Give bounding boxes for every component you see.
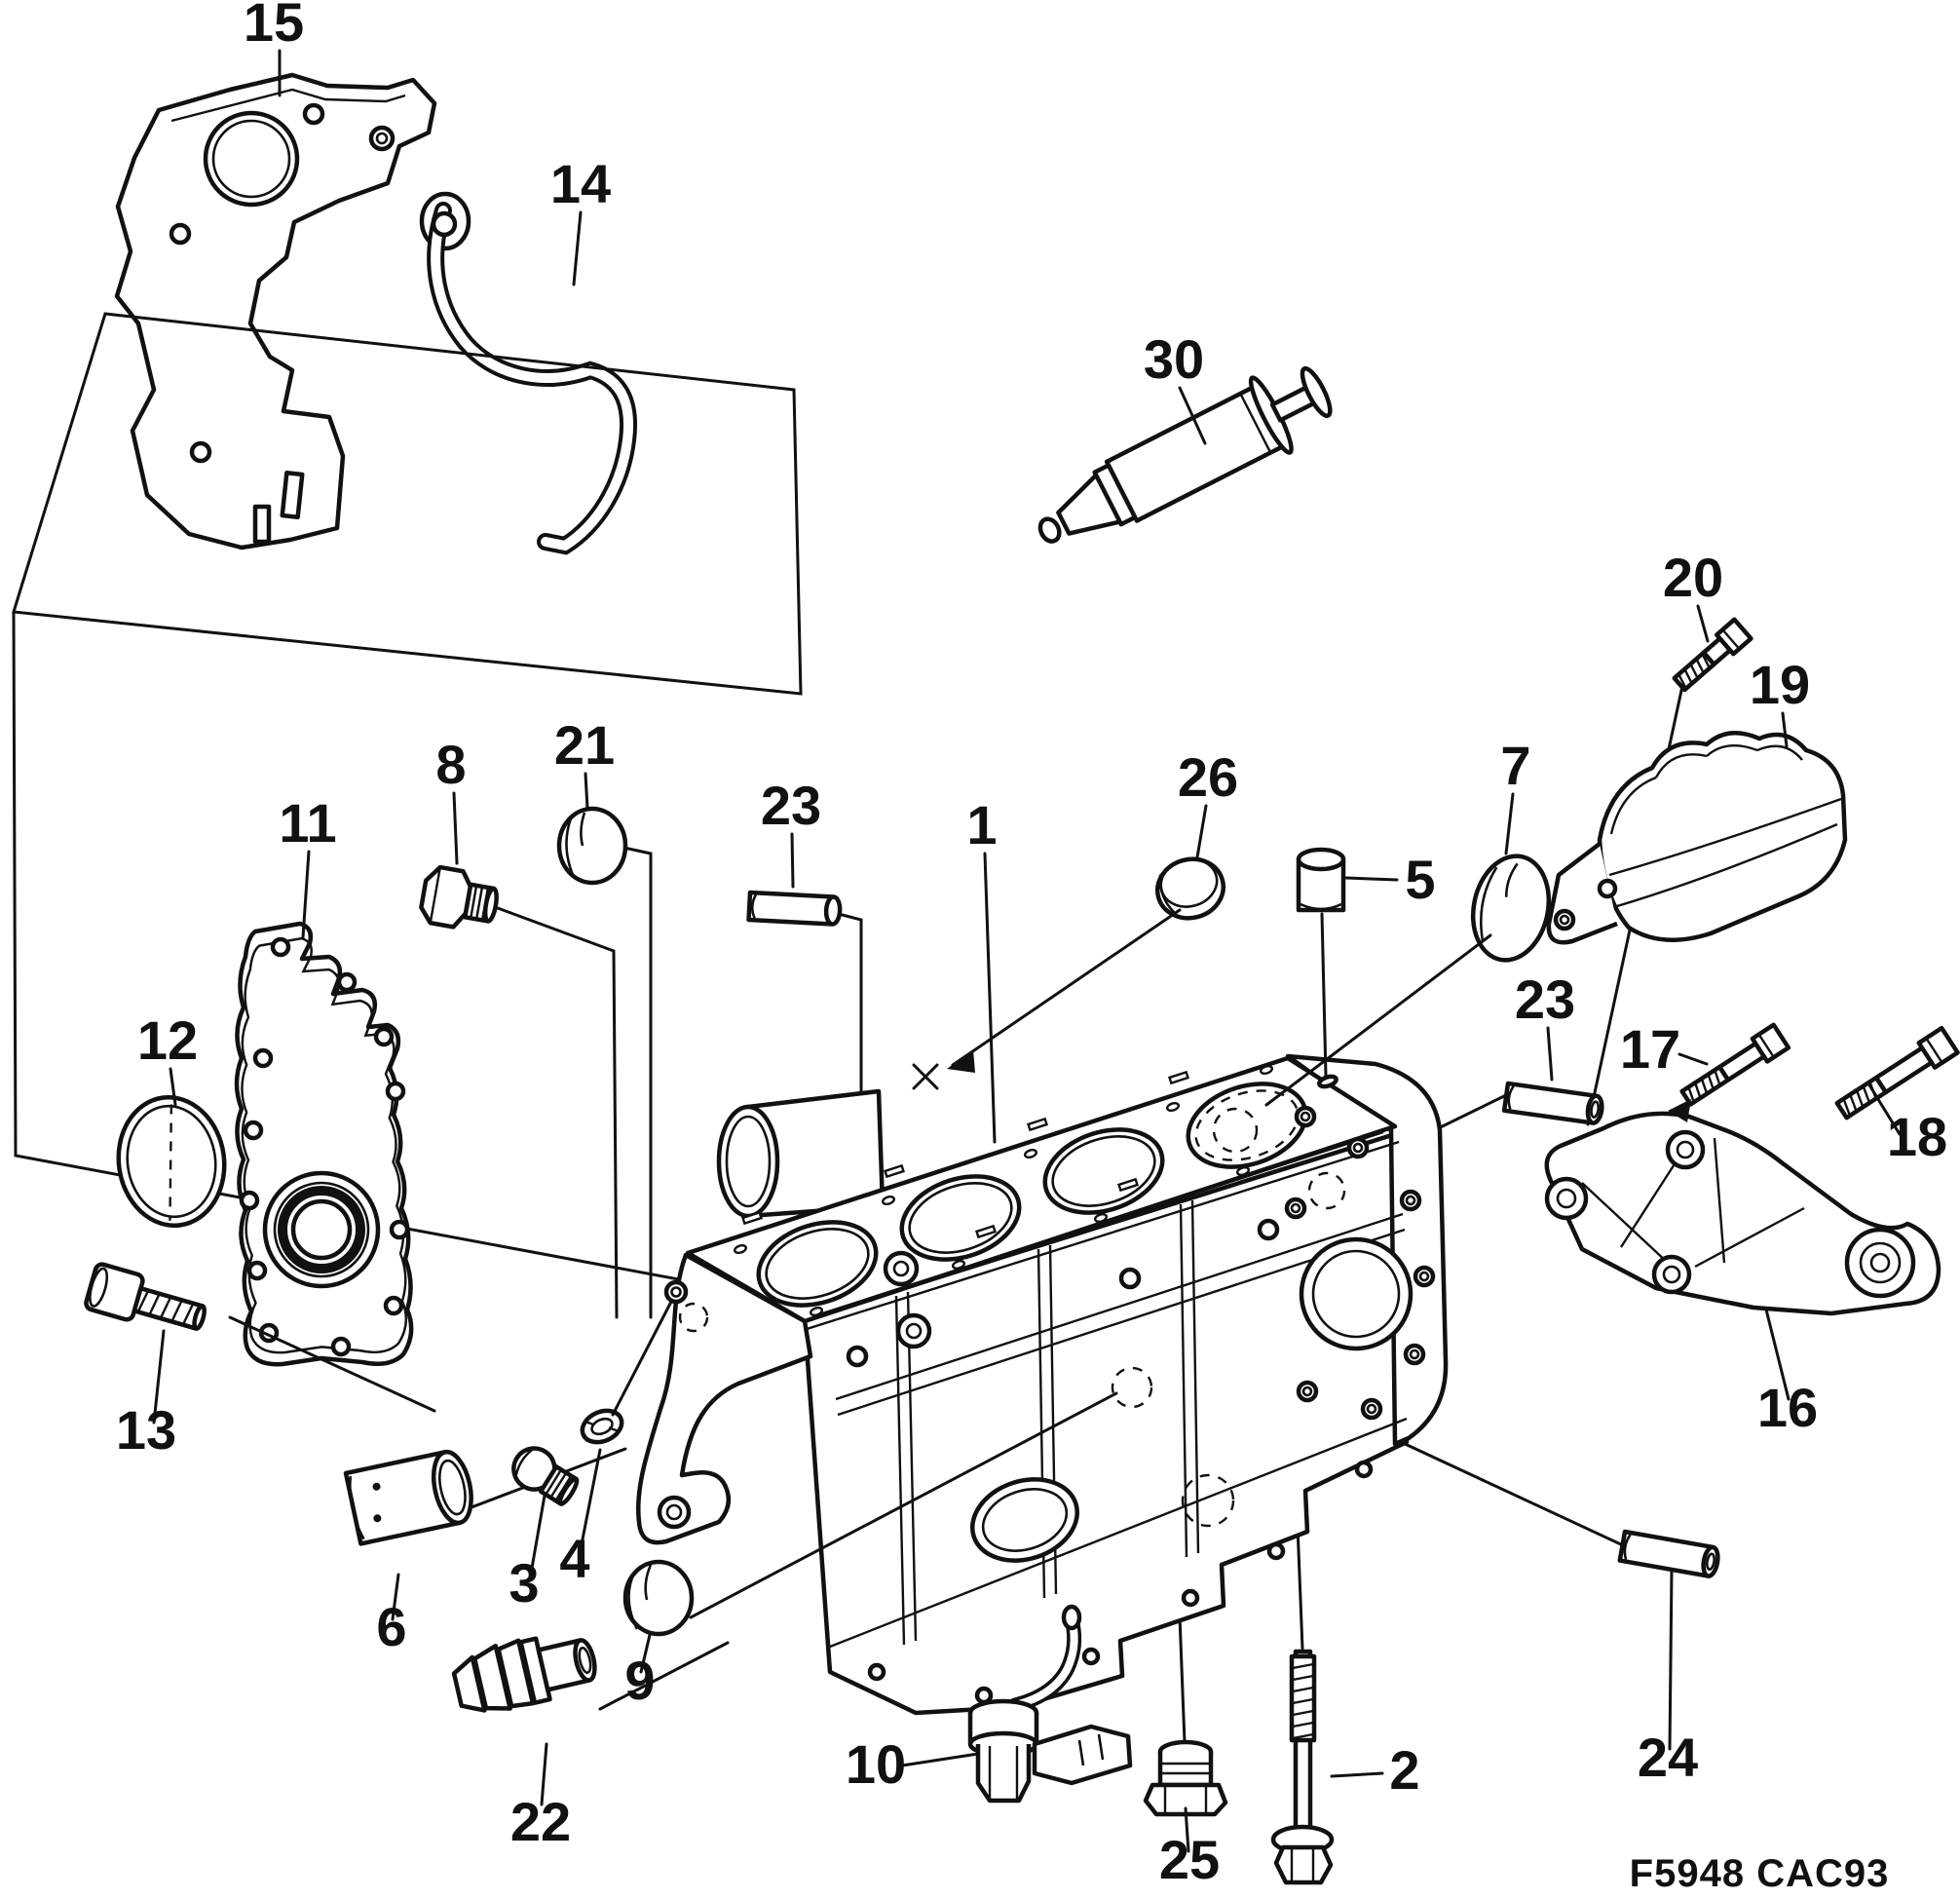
part-25-plug	[1143, 1739, 1228, 1817]
part-15-backing-plate	[114, 72, 437, 551]
part-14-gasket	[419, 191, 638, 555]
part-1-engine-block	[636, 1053, 1449, 1716]
callout-24: 24	[1638, 1727, 1698, 1788]
callout-11: 11	[279, 792, 336, 854]
callout-17: 17	[1620, 1018, 1680, 1080]
callout-7: 7	[1500, 735, 1530, 796]
part-19-heat-shield	[1546, 731, 1848, 945]
part-26-plug	[1155, 856, 1225, 921]
arrow-17	[1668, 1099, 1691, 1122]
part-23-dowel-pin-left	[746, 890, 843, 927]
figure-code: F5948 CAC93	[1630, 1852, 1890, 1895]
part-4-seal-washer	[580, 1408, 624, 1445]
callout-10: 10	[846, 1733, 906, 1795]
panel-frame-lower	[12, 610, 832, 1310]
part-22-hose-nipple	[451, 1636, 597, 1713]
callout-12: 12	[137, 1009, 198, 1071]
callout-13: 13	[116, 1399, 176, 1461]
callout-2: 2	[1389, 1739, 1419, 1801]
part-10-oil-valve	[967, 1604, 1133, 1804]
part-17-bolt	[1679, 1022, 1791, 1107]
part-12-seal-ring	[116, 1094, 227, 1229]
crank-seal	[262, 1170, 381, 1289]
part-6-sleeve	[343, 1449, 473, 1546]
callout-9: 9	[624, 1650, 655, 1711]
part-21-cup-plug	[556, 806, 628, 886]
cover-bolt-holes	[239, 936, 410, 1357]
part-5-plug	[1296, 847, 1346, 913]
part-9-cup-plug	[622, 1559, 695, 1637]
callout-22: 22	[510, 1791, 571, 1852]
callout-16: 16	[1757, 1377, 1818, 1438]
callout-25: 25	[1159, 1829, 1220, 1890]
part-3-plug	[511, 1446, 580, 1506]
part-24-dowel-pin	[1617, 1529, 1720, 1578]
panel-frame-upper	[12, 312, 803, 696]
mount-arm	[636, 1252, 813, 1545]
callout-23b: 23	[1515, 968, 1575, 1030]
part-2-bolt	[1270, 1649, 1335, 1885]
callout-8: 8	[435, 734, 466, 795]
callout-labels: 15 14 30 20 19 21 8 11 23 1 26 5 7 23 17…	[116, 0, 1947, 1890]
part-7-cup-plug	[1470, 854, 1552, 963]
callout-15: 15	[244, 0, 304, 53]
callout-21: 21	[554, 714, 615, 776]
callout-18: 18	[1887, 1106, 1947, 1167]
front-face-details	[829, 1199, 1408, 1705]
part-13-bolt	[84, 1262, 207, 1331]
head-gasket-holes	[733, 1064, 1274, 1317]
part-30-sealant-syringe	[1037, 365, 1333, 544]
callout-1: 1	[966, 794, 997, 855]
callout-20: 20	[1663, 547, 1723, 608]
callout-23a: 23	[761, 775, 821, 836]
part-11-timing-cover	[234, 921, 414, 1367]
callout-leaders	[152, 49, 1902, 1853]
callout-5: 5	[1405, 849, 1435, 910]
callout-30: 30	[1144, 328, 1204, 390]
callout-3: 3	[509, 1552, 539, 1614]
callout-6: 6	[376, 1596, 406, 1657]
part-20-bolt	[1672, 617, 1753, 693]
cylinder-bores	[756, 1082, 1308, 1308]
part-8-threaded-plug	[419, 864, 499, 930]
callout-19: 19	[1750, 654, 1810, 715]
callout-26: 26	[1178, 746, 1238, 808]
callout-14: 14	[550, 153, 611, 214]
part-16-bracket	[1544, 1111, 1941, 1316]
callout-4: 4	[559, 1528, 589, 1589]
part-23-dowel-pin-right	[1501, 1081, 1604, 1125]
part-18-bolt	[1834, 1025, 1960, 1120]
flywheel-face-details	[1284, 1105, 1436, 1421]
